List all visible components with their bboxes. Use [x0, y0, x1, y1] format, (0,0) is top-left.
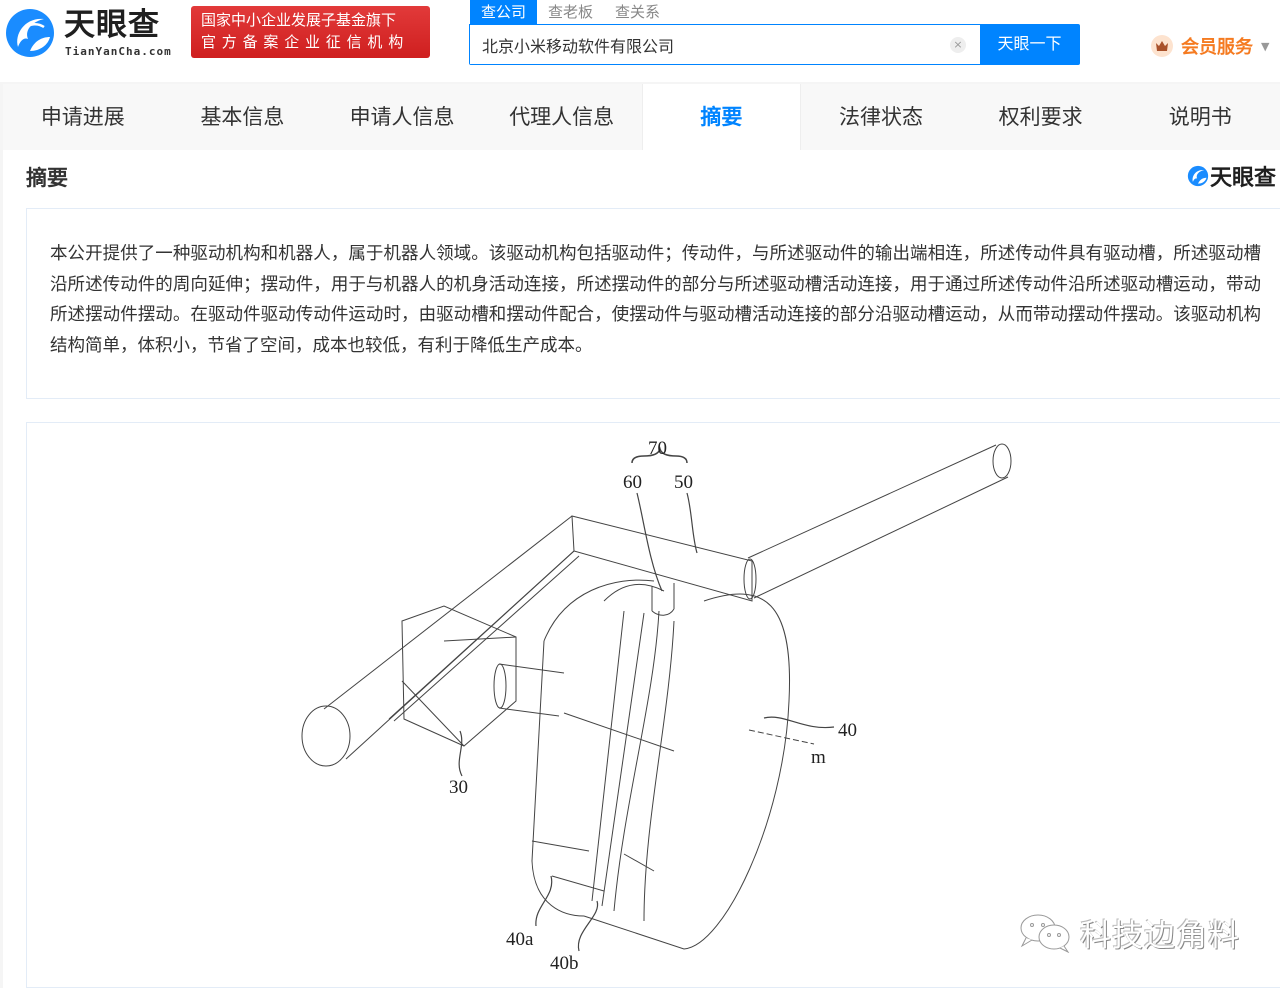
tianyancha-logo-icon — [6, 9, 54, 57]
brand-mark: 天眼查 — [1187, 160, 1276, 192]
wechat-icon — [1020, 914, 1070, 953]
figure-label-50: 50 — [674, 472, 693, 493]
watermark-text: 科技边角料 — [1080, 918, 1240, 954]
tab-description[interactable]: 说明书 — [1168, 105, 1232, 129]
search-input[interactable] — [470, 25, 950, 64]
search-type-tabs: 查公司 查老板 查关系 — [470, 0, 671, 24]
abstract-box: 本公开提供了一种驱动机构和机器人，属于机器人领域。该驱动机构包括驱动件；传动件，… — [26, 208, 1280, 399]
figure-label-40a: 40a — [506, 929, 534, 950]
section-title: 摘要 — [26, 166, 68, 190]
chevron-down-icon: ▼ — [1261, 39, 1270, 53]
search-button[interactable]: 天眼一下 — [980, 25, 1079, 64]
patent-figure: 70 60 50 40 m 30 40a 40b — [26, 422, 1280, 988]
badge-line-1: 国家中小企业发展子基金旗下 — [201, 11, 397, 29]
tab-application-progress[interactable]: 申请进展 — [40, 105, 125, 129]
tab-applicant-info[interactable]: 申请人信息 — [349, 105, 455, 129]
patent-section-tabs: 申请进展 基本信息 申请人信息 代理人信息 摘要 法律状态 权利要求 说明书 — [3, 84, 1280, 150]
crown-icon — [1151, 35, 1173, 57]
abstract-section: 摘要 天眼查 本公开提供了一种驱动机构和机器人，属于机器人领域。该驱动机构包括驱… — [3, 150, 1280, 988]
search-tab-relation[interactable]: 查关系 — [615, 3, 661, 21]
abstract-text: 本公开提供了一种驱动机构和机器人，属于机器人领域。该驱动机构包括驱动件；传动件，… — [50, 244, 1261, 356]
search-tab-boss[interactable]: 查老板 — [548, 3, 594, 21]
patent-drawing-image: 70 60 50 40 m 30 40a 40b — [301, 438, 1012, 974]
figure-label-40b: 40b — [550, 953, 579, 974]
tab-abstract[interactable]: 摘要 — [641, 84, 802, 150]
figure-label-70: 70 — [648, 438, 667, 459]
tianyancha-small-logo-icon — [1187, 165, 1209, 187]
badge-line-2: 官方备案企业征信机构 — [201, 33, 410, 51]
logo-text-cn: 天眼查 — [64, 7, 160, 43]
figure-label-40: 40 — [838, 720, 857, 741]
tianyancha-logo[interactable]: 天眼查 TianYanCha.com — [4, 5, 180, 61]
search-box: × 天眼一下 — [469, 24, 1080, 65]
vip-service-label: 会员服务 — [1181, 37, 1253, 58]
top-header: 天眼查 TianYanCha.com 国家中小企业发展子基金旗下 官方备案企业征… — [0, 0, 1280, 82]
tab-legal-status[interactable]: 法律状态 — [838, 105, 923, 129]
tab-claims[interactable]: 权利要求 — [998, 105, 1083, 129]
search-tab-company[interactable]: 查公司 — [470, 0, 538, 24]
logo-text-en: TianYanCha.com — [65, 45, 172, 58]
tab-basic-info[interactable]: 基本信息 — [200, 105, 285, 129]
vip-service-menu[interactable]: 会员服务 ▼ — [1151, 33, 1269, 59]
brand-mark-text: 天眼查 — [1209, 166, 1276, 191]
figure-label-60: 60 — [623, 472, 642, 493]
tab-agent-info[interactable]: 代理人信息 — [509, 105, 615, 129]
official-badge: 国家中小企业发展子基金旗下 官方备案企业征信机构 — [191, 6, 430, 58]
wechat-watermark: 科技边角料 — [1018, 910, 1240, 955]
clear-search-icon[interactable]: × — [950, 37, 966, 53]
figure-label-m: m — [811, 747, 826, 768]
figure-label-30: 30 — [449, 777, 468, 798]
